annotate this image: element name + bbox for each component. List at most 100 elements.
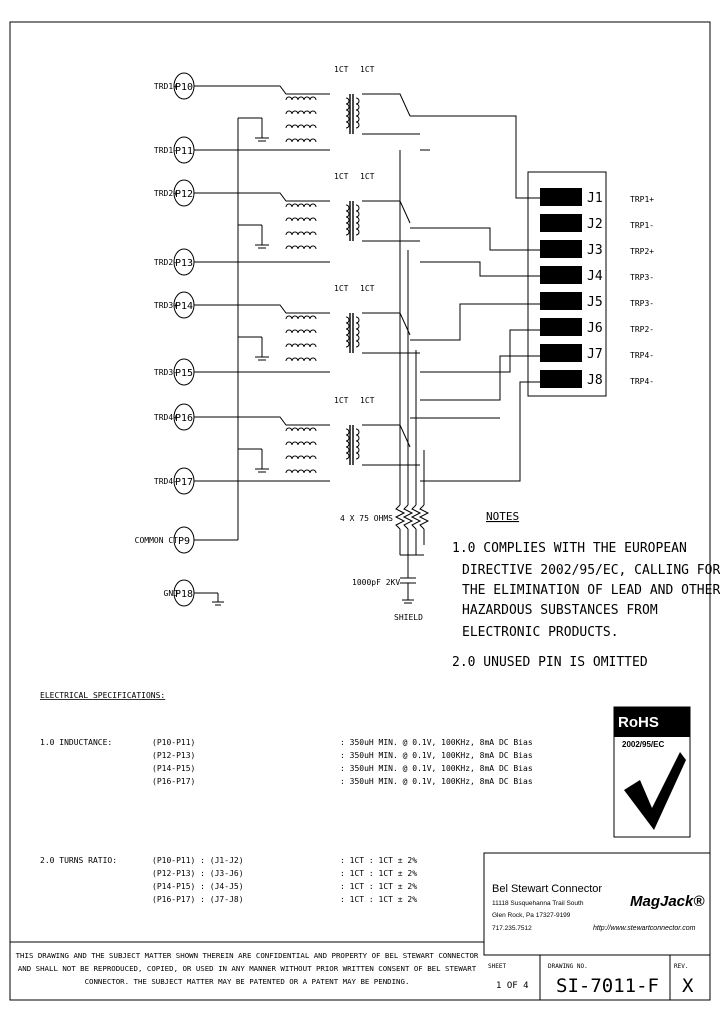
- rohs-logo: RoHS 2002/95/EC: [613, 706, 691, 838]
- inductance-value: : 350uH MIN. @ 0.1V, 100KHz, 8mA DC Bias: [340, 751, 533, 760]
- pin-bubble: [173, 179, 195, 207]
- disclaimer-line: AND SHALL NOT BE REPRODUCED, COPIED, OR …: [18, 964, 477, 973]
- signal-wire: [410, 115, 540, 199]
- resistor-label: 4 X 75 OHMS: [340, 514, 393, 523]
- pin-number: P16: [175, 413, 193, 424]
- company-address-1: 11118 Susquehanna Trail South: [492, 900, 584, 907]
- jack-pin-label: J6: [587, 321, 603, 336]
- signal-wire: [410, 227, 540, 251]
- coil-winding: [285, 217, 317, 222]
- rohs-title: RoHS: [618, 714, 659, 731]
- drawing-value: SI-7011-F: [556, 975, 659, 997]
- coil-winding: [285, 329, 317, 334]
- pin-bubble: [173, 358, 195, 386]
- coil-winding: [345, 428, 350, 460]
- inductance-pins: (P12-P13): [152, 751, 195, 760]
- company-address-2: Glen Rock, Pa 17327-9199: [492, 912, 571, 919]
- transformer-label: 1CT: [360, 172, 375, 181]
- sheet-border: [9, 21, 711, 1001]
- coil-winding: [285, 455, 317, 460]
- pin-number: P18: [175, 589, 193, 600]
- inductance-pins: (P16-P17): [152, 777, 195, 786]
- jack-pin-label: J5: [587, 295, 603, 310]
- pin-number: P9: [178, 536, 190, 547]
- pin-signal-label: TRD1-: [154, 146, 178, 155]
- title-block: [484, 954, 710, 1000]
- inductance-pins: (P14-P15): [152, 764, 195, 773]
- coil-winding: [285, 245, 317, 250]
- jack-contact: [540, 292, 582, 310]
- pin-bubble: [173, 467, 195, 495]
- magnetic-pins: TRD1+P10TRD1-P11TRD2+P12TRD2-P13TRD3+P14…: [135, 72, 195, 607]
- transformer-channel: 1CT 1CT: [194, 65, 420, 151]
- coil-winding: [355, 428, 360, 460]
- turns-value: : 1CT : 1CT ± 2%: [340, 895, 417, 904]
- inductance-value: : 350uH MIN. @ 0.1V, 100KHz, 8mA DC Bias: [340, 777, 533, 786]
- jack-pin-label: J7: [587, 347, 603, 362]
- jack-pin-label: J4: [587, 269, 603, 284]
- jack-signal-label: TRP1+: [630, 195, 654, 204]
- signal-wire: [420, 355, 540, 401]
- pin-signal-label: TRD4+: [154, 413, 178, 422]
- jack-signal-label: TRP2-: [630, 325, 654, 334]
- coil-winding: [355, 204, 360, 236]
- jack-contact: [540, 214, 582, 232]
- pin-number: P14: [175, 301, 193, 312]
- coil-winding: [345, 204, 350, 236]
- note-line: HAZARDOUS SUBSTANCES FROM: [462, 603, 658, 618]
- pin-bubble: [173, 403, 195, 431]
- turns-value: : 1CT : 1CT ± 2%: [340, 856, 417, 865]
- transformer-label: 1CT: [334, 65, 349, 74]
- pin-signal-label: TRD1+: [154, 82, 178, 91]
- inductance-value: : 350uH MIN. @ 0.1V, 100KHz, 8mA DC Bias: [340, 738, 533, 747]
- jack-contact: [540, 370, 582, 388]
- transformer-label: 1CT: [360, 284, 375, 293]
- disclaimer-text: THIS DRAWING AND THE SUBJECT MATTER SHOW…: [16, 951, 479, 986]
- shield-label: SHIELD: [394, 613, 423, 622]
- coil-winding: [345, 97, 350, 129]
- pin-number: P13: [175, 258, 193, 269]
- pin-signal-label: TRD2+: [154, 189, 178, 198]
- coil-winding: [285, 138, 317, 143]
- inductance-label: 1.0 INDUCTANCE:: [40, 738, 112, 747]
- jack-contact: [540, 318, 582, 336]
- signal-wire: [410, 303, 540, 341]
- turns-pins: (P16-P17) : (J7-J8): [152, 895, 244, 904]
- disclaimer-line: CONNECTOR. THE SUBJECT MATTER MAY BE PAT…: [85, 977, 410, 986]
- rev-value: X: [682, 975, 694, 997]
- rohs-checkmark-icon: [624, 752, 686, 830]
- coil-winding: [355, 316, 360, 348]
- coil-winding: [285, 96, 317, 101]
- coil-winding: [285, 343, 317, 348]
- drawing-label: DRAWING NO.: [548, 963, 588, 970]
- coil-winding: [355, 97, 360, 129]
- inductance-pins: (P10-P11): [152, 738, 195, 747]
- jack-signal-label: TRP3-: [630, 273, 654, 282]
- signal-wire: [420, 329, 540, 373]
- rev-label: REV.: [674, 963, 688, 970]
- notes-heading: NOTES: [486, 510, 519, 523]
- pin-signal-label: GND: [164, 589, 179, 598]
- pin-bubble: [173, 136, 195, 164]
- pin-bubble: [173, 248, 195, 276]
- jack-signal-label: TRP3-: [630, 299, 654, 308]
- note-line: 1.0 COMPLIES WITH THE EUROPEAN: [452, 541, 687, 556]
- transformer-label: 1CT: [360, 396, 375, 405]
- jack-signal-label: TRP1-: [630, 221, 654, 230]
- jack-signal-label: TRP4-: [630, 377, 654, 386]
- jack-pin-label: J8: [587, 373, 603, 388]
- disclaimer-line: THIS DRAWING AND THE SUBJECT MATTER SHOW…: [16, 951, 479, 960]
- signal-wire: [420, 261, 540, 277]
- turns-value: : 1CT : 1CT ± 2%: [340, 882, 417, 891]
- pin-signal-label: TRD3-: [154, 368, 178, 377]
- rohs-subtitle: 2002/95/EC: [622, 740, 664, 749]
- coil-winding: [285, 441, 317, 446]
- company-phone: 717.235.7512: [492, 925, 532, 932]
- transformer-label: 1CT: [360, 65, 375, 74]
- turns-pins: (P12-P13) : (J3-J6): [152, 869, 244, 878]
- transformer-label: 1CT: [334, 172, 349, 181]
